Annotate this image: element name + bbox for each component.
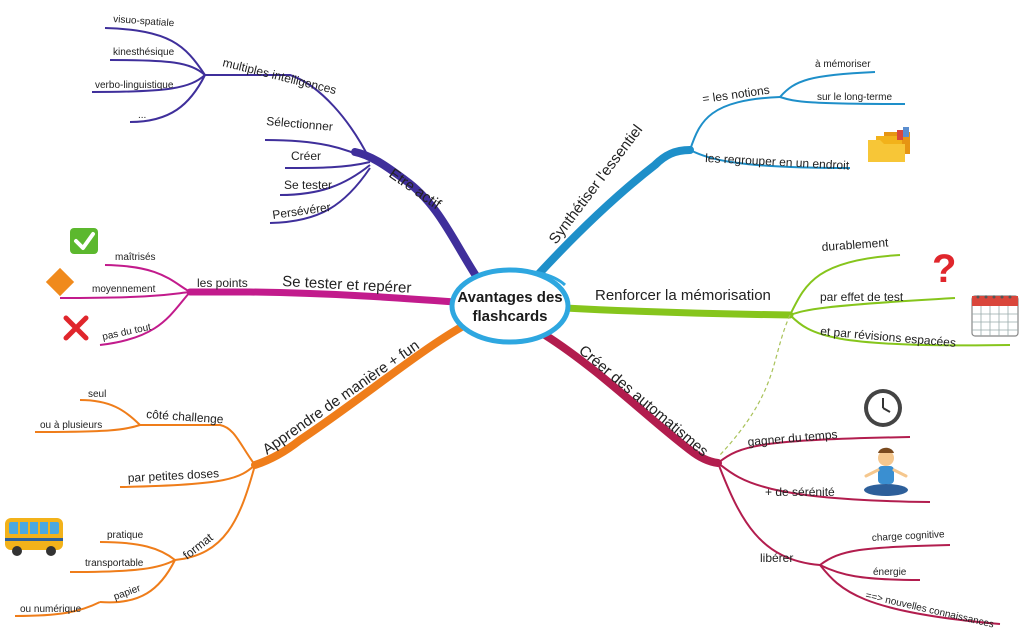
- label-gagner-temps: gagner du temps: [747, 427, 838, 449]
- meditation-icon: [864, 447, 908, 496]
- branch-label-se-tester: Se tester et repérer: [282, 273, 412, 297]
- center-title-line1: Avantages des: [457, 289, 562, 306]
- label-a-memoriser: à mémoriser: [815, 59, 871, 70]
- cross-icon: [63, 315, 89, 341]
- clock-icon: [864, 389, 902, 427]
- branch-etre-actif: [351, 148, 484, 286]
- label-format: format: [180, 530, 216, 562]
- label-kinesthesique: kinesthésique: [113, 47, 175, 58]
- label-creer: Créer: [291, 149, 321, 163]
- label-les-points: les points: [197, 276, 248, 290]
- branch-label-etre-actif: Etre actif: [386, 165, 445, 213]
- label-seul: seul: [88, 389, 106, 400]
- branch-apprendre: [251, 321, 469, 469]
- center-node: Avantages des flashcards: [449, 267, 571, 345]
- checkmark-icon: [70, 228, 98, 254]
- branch-renforcer: [561, 304, 794, 319]
- folder-icon: [868, 127, 910, 162]
- label-nouvelles-connaissances: ==> nouvelles connaissances: [864, 590, 995, 630]
- label-pratique: pratique: [107, 530, 144, 541]
- label-maitrises: maîtrisés: [115, 252, 156, 263]
- label-serenite: + de sérénité: [765, 485, 835, 499]
- bus-icon: [5, 518, 63, 556]
- label-moyennement: moyennement: [92, 284, 156, 295]
- branch-automatismes: [541, 331, 722, 467]
- label-transportable: transportable: [85, 558, 144, 569]
- label-liberer: libérer: [760, 551, 793, 565]
- label-durablement: durablement: [821, 235, 889, 254]
- branch-label-automatismes: Créer des automatismes: [575, 342, 711, 460]
- label-ellipsis: ...: [138, 110, 146, 121]
- center-title-line2: flashcards: [472, 308, 547, 325]
- label-petites-doses: par petites doses: [127, 466, 219, 485]
- label-long-terme: sur le long-terme: [817, 92, 892, 103]
- branch-se-tester: [186, 288, 459, 306]
- label-charge-cognitive: charge cognitive: [872, 529, 946, 544]
- svg-text:?: ?: [932, 247, 956, 291]
- label-energie: énergie: [873, 567, 907, 578]
- label-selectionner: Sélectionner: [266, 114, 334, 134]
- label-ou-numerique: ou numérique: [20, 604, 82, 615]
- diamond-icon: [45, 267, 75, 297]
- label-regrouper: les regrouper en un endroit: [705, 151, 850, 173]
- label-se-tester-actif: Se tester: [284, 178, 332, 192]
- branch-synthetiser: [531, 146, 694, 282]
- calendar-icon: [971, 295, 1019, 337]
- label-cote-challenge: côté challenge: [146, 407, 225, 426]
- label-ou-a-plusieurs: ou à plusieurs: [40, 420, 102, 431]
- label-revisions: et par révisions espacées: [820, 324, 957, 350]
- label-effet-test: par effet de test: [820, 290, 904, 304]
- branch-label-renforcer: Renforcer la mémorisation: [595, 287, 771, 304]
- label-intelligences: multiples intelligences: [221, 55, 338, 97]
- question-mark-icon: ?: [932, 247, 956, 291]
- label-visuo-spatiale: visuo-spatiale: [113, 14, 175, 29]
- branch-label-apprendre: Apprendre de manière + fun: [260, 337, 423, 458]
- label-verbo-linguistique: verbo-linguistique: [95, 80, 174, 91]
